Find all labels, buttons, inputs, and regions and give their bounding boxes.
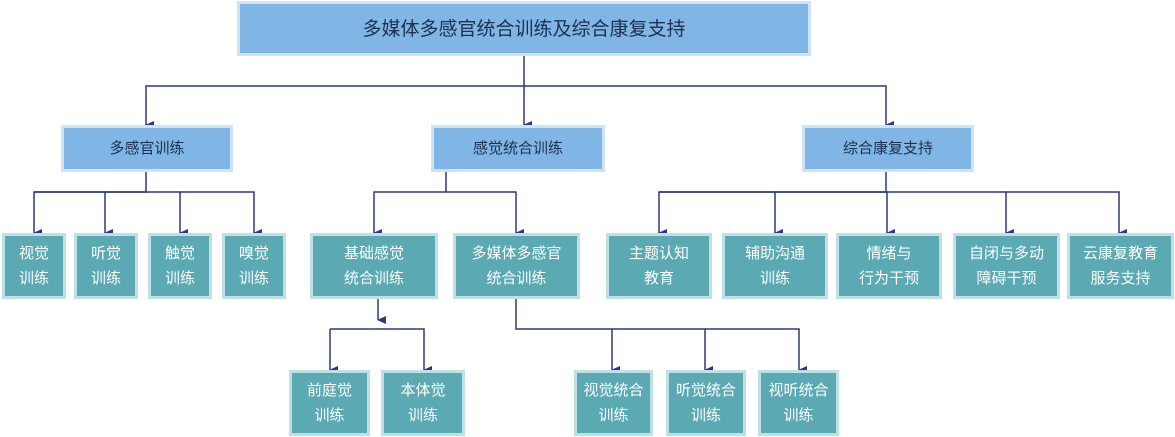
category-label: 多感官训练 bbox=[109, 139, 185, 157]
node-theme-cognition: 主题认知 教育 bbox=[606, 233, 712, 299]
node-autism-adhd: 自闭与多动 障碍干预 bbox=[953, 233, 1060, 299]
category-integration: 感觉统合训练 bbox=[431, 125, 605, 172]
category-label: 综合康复支持 bbox=[842, 139, 933, 157]
connector-media-visual bbox=[515, 299, 620, 374]
node-emotion-behavior: 情绪与 行为干预 bbox=[836, 233, 942, 299]
node-media-integration: 多媒体多感官 统合训练 bbox=[453, 233, 580, 299]
node-visual-training: 视觉 训练 bbox=[2, 233, 66, 299]
node-label: 视觉 训练 bbox=[18, 244, 49, 287]
category-multisensory: 多感官训练 bbox=[61, 125, 233, 172]
connector-sup-5 bbox=[1006, 191, 1127, 237]
connector-sup-3 bbox=[775, 191, 895, 237]
root-label: 多媒体多感官统合训练及综合康复支持 bbox=[362, 17, 686, 40]
node-auditory-integration: 听觉统合 训练 bbox=[666, 370, 746, 436]
node-label: 听觉 训练 bbox=[90, 244, 121, 287]
node-label: 云康复教育 服务支持 bbox=[1082, 244, 1158, 287]
node-cloud-rehab: 云康复教育 服务支持 bbox=[1067, 233, 1174, 299]
node-label: 听觉统合 训练 bbox=[675, 381, 736, 424]
node-label: 本体觉 训练 bbox=[400, 381, 446, 424]
node-visual-integration: 视觉统合 训练 bbox=[574, 370, 653, 436]
connector-si-media bbox=[446, 191, 524, 237]
node-label: 基础感觉 统合训练 bbox=[343, 244, 404, 287]
node-label: 多媒体多感官 统合训练 bbox=[471, 244, 562, 287]
connector-media-av bbox=[705, 328, 807, 374]
node-label: 视觉统合 训练 bbox=[583, 381, 644, 424]
connector-sup-2 bbox=[659, 191, 783, 237]
node-label: 前庭觉 训练 bbox=[306, 381, 352, 424]
root-node: 多媒体多感官统合训练及综合康复支持 bbox=[237, 1, 811, 56]
node-vestibular-training: 前庭觉 训练 bbox=[289, 370, 370, 436]
node-basic-integration: 基础感觉 统合训练 bbox=[310, 233, 438, 299]
connector-ms-auditory bbox=[34, 191, 113, 237]
node-label: 主题认知 教育 bbox=[628, 244, 689, 287]
node-label: 嗅觉 训练 bbox=[238, 244, 269, 287]
category-label: 感觉统合训练 bbox=[472, 139, 563, 157]
node-label: 触觉 训练 bbox=[164, 244, 195, 287]
node-auditory-training: 听觉 训练 bbox=[74, 233, 138, 299]
node-label: 情绪与 行为干预 bbox=[858, 244, 919, 287]
connector-sup-4 bbox=[887, 191, 1014, 237]
connector-basic-proprio bbox=[330, 328, 432, 374]
connector-root-support bbox=[524, 85, 894, 129]
node-av-integration: 视听统合 训练 bbox=[758, 370, 839, 436]
node-label: 视听统合 训练 bbox=[768, 381, 829, 424]
connector-si-basic bbox=[373, 172, 447, 237]
connector-ms-visual bbox=[33, 172, 147, 237]
node-label: 自闭与多动 障碍干预 bbox=[968, 244, 1044, 287]
connector-root-multisensory bbox=[145, 56, 525, 129]
connector-ms-smell bbox=[180, 191, 262, 237]
node-label: 辅助沟通 训练 bbox=[744, 244, 805, 287]
connector-ms-touch bbox=[105, 191, 188, 237]
node-smell-training: 嗅觉 训练 bbox=[222, 233, 286, 299]
node-aac-training: 辅助沟通 训练 bbox=[722, 233, 828, 299]
connector-media-auditory bbox=[612, 328, 713, 374]
node-touch-training: 触觉 训练 bbox=[148, 233, 212, 299]
node-proprioceptive-training: 本体觉 训练 bbox=[381, 370, 465, 436]
category-support: 综合康复支持 bbox=[802, 125, 974, 172]
connector-sup-1 bbox=[658, 172, 887, 237]
